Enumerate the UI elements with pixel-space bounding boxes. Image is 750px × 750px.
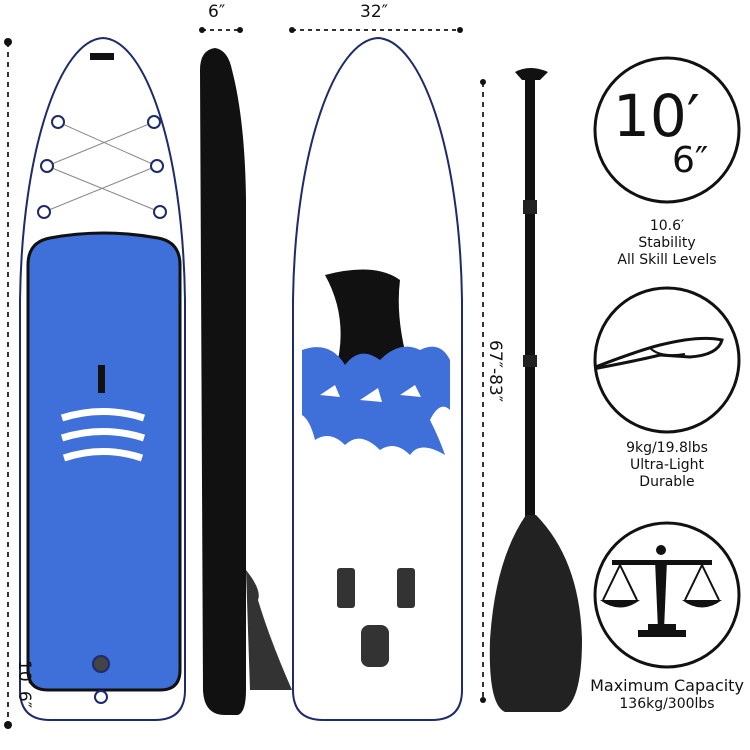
feature-weight: 9kg/19.8lbs Ultra-Light Durable <box>582 440 750 491</box>
thickness-dimension <box>199 27 243 33</box>
handle-icon <box>90 53 114 60</box>
feature-length: 10.6′ Stability All Skill Levels <box>582 218 750 269</box>
board-side-view <box>200 48 292 715</box>
width-label: 32″ <box>360 2 388 22</box>
feature-title: Maximum Capacity <box>590 676 744 695</box>
feature-line: Ultra-Light <box>630 457 704 473</box>
feature-line: Durable <box>639 474 695 490</box>
carry-handle <box>98 365 105 393</box>
bungee-rings <box>37 115 167 219</box>
width-dimension <box>289 27 463 33</box>
feature-capacity: Maximum Capacity 136kg/300lbs <box>582 676 750 713</box>
deck-stripes <box>60 408 146 462</box>
board-length-label: 10′ 6″ <box>14 660 34 709</box>
feature-line: All Skill Levels <box>617 252 717 268</box>
length-badge-sub: 6″ <box>672 140 709 181</box>
length-badge-icon <box>593 56 741 204</box>
feature-line: Stability <box>638 235 696 251</box>
paddle <box>489 68 582 712</box>
feature-line: 136kg/300lbs <box>619 696 715 712</box>
board-top-view <box>19 36 186 721</box>
scale-icon <box>593 521 741 669</box>
length-badge-main: 10′ <box>613 82 700 150</box>
fin <box>246 570 292 690</box>
deck-pad <box>26 231 182 692</box>
shark-fin <box>325 269 410 372</box>
feature-title: 10.6′ <box>649 218 685 234</box>
thickness-label: 6″ <box>208 2 226 22</box>
feature-title: 9kg/19.8lbs <box>626 440 708 456</box>
board-bottom-view <box>292 36 463 721</box>
feather-icon <box>593 286 741 434</box>
length-dimension-line <box>4 38 12 729</box>
paddle-length-label: 67″-83″ <box>485 340 505 403</box>
valve-icon <box>92 655 110 673</box>
paddle-dimension-line <box>480 79 486 703</box>
